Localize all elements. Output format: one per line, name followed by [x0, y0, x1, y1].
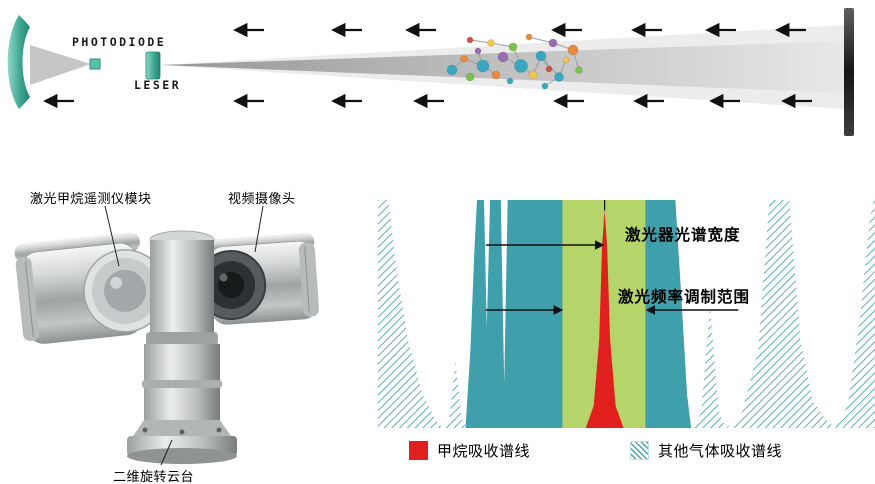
methane-absorption-peak [585, 210, 624, 428]
molecule-atom [491, 70, 501, 80]
legend-item-other-gases: 其他气体吸收谱线 [630, 440, 782, 461]
laser-beam-diagram: PHOTODIODE LESER [7, 8, 854, 136]
other-gas-absorption-peak [442, 361, 468, 428]
other-gas-absorption-peak [378, 200, 443, 428]
molecule-atom [528, 70, 538, 80]
molecule-atom [497, 51, 509, 63]
leader-line-camera [254, 205, 264, 253]
laser-beam [160, 41, 844, 93]
ptz-camera-photo [14, 205, 320, 466]
laser-label: LESER [134, 78, 181, 92]
leader-line-module [104, 205, 120, 267]
molecule-atom [562, 56, 570, 64]
molecule-atom [525, 33, 533, 41]
molecule-atom [545, 65, 553, 73]
molecule-atom [567, 44, 579, 56]
concave-mirror [7, 15, 30, 109]
label-video-camera: 视频摄像头 [228, 192, 296, 207]
other-gas-absorption-peak [725, 200, 836, 428]
other-gas-absorption-peak [835, 200, 875, 428]
molecule-atom [474, 47, 482, 55]
molecule-atom [535, 50, 547, 62]
molecule-atom [460, 55, 468, 63]
spectrum-svg [378, 200, 875, 428]
molecule-atom [446, 64, 458, 76]
video-camera-housing [196, 232, 320, 325]
methane-swatch [409, 441, 428, 460]
legend-label-other-gases: 其他气体吸收谱线 [658, 442, 783, 460]
photodiode-label: PHOTODIODE [72, 35, 166, 49]
molecule-atom [575, 66, 583, 74]
leader-line-gimbal [160, 439, 173, 466]
laser-emitter [145, 51, 161, 80]
other-gas-absorption-peak [693, 305, 726, 428]
molecule-bond [469, 39, 492, 44]
label-laser-module: 激光甲烷遥测仪模块 [30, 192, 152, 207]
molecule-bond [528, 36, 554, 44]
annotation-laser-modulation-range: 激光频率调制范围 [618, 288, 751, 306]
gas-molecules [446, 33, 583, 90]
molecule-atom [466, 36, 474, 44]
pan-tilt-column [127, 230, 237, 464]
molecule-atom [508, 42, 518, 52]
legend-item-methane: 甲烷吸收谱线 [409, 440, 530, 461]
molecule-atom [487, 39, 495, 47]
molecule-atom [554, 72, 564, 82]
label-gimbal: 二维旋转云台 [113, 470, 195, 484]
beam-direction-arrows [43, 22, 812, 109]
laser-module-housing [14, 232, 167, 344]
return-beam [30, 45, 91, 85]
molecule-atom [506, 77, 514, 85]
molecule-atom [465, 72, 475, 82]
other-gases-swatch [630, 441, 649, 460]
molecule-atom [514, 59, 528, 73]
photodiode-chip [89, 58, 101, 70]
legend-label-methane: 甲烷吸收谱线 [437, 442, 531, 460]
molecule-atom [548, 38, 558, 48]
annotation-laser-spectral-width: 激光器光谱宽度 [625, 226, 741, 244]
absorption-spectrum-chart: 激光器光谱宽度 激光频率调制范围 [378, 200, 875, 428]
molecule-atom [476, 59, 490, 73]
molecule-atom [541, 82, 549, 90]
wall-target [844, 8, 854, 136]
